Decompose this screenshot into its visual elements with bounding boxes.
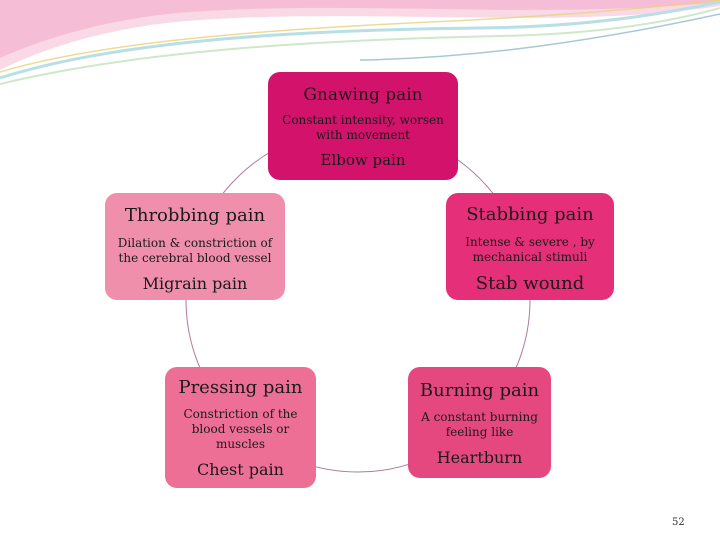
node-burning-pain: Burning pain A constant burning feeling …: [408, 367, 551, 478]
node-title: Pressing pain: [178, 377, 303, 398]
node-example: Heartburn: [436, 447, 523, 467]
node-description: Dilation & constriction of the cerebral …: [117, 235, 273, 265]
node-gnawing-pain: Gnawing pain Constant intensity, worsen …: [268, 72, 458, 180]
node-pressing-pain: Pressing pain Constriction of the blood …: [165, 367, 316, 488]
node-title: Throbbing pain: [124, 205, 266, 226]
node-example: Migrain pain: [142, 273, 248, 293]
header-decoration: [0, 0, 720, 85]
node-title: Stabbing pain: [466, 204, 594, 225]
node-example: Elbow pain: [320, 151, 406, 170]
node-example: Stab wound: [475, 272, 585, 294]
node-title: Gnawing pain: [303, 85, 423, 105]
node-description: Constant intensity, worsen with movement: [282, 113, 444, 143]
node-description: A constant burning feeling like: [421, 409, 538, 439]
node-description: Constriction of the blood vessels or mus…: [183, 406, 298, 451]
node-title: Burning pain: [419, 380, 540, 401]
node-description: Intense & severe , by mechanical stimuli: [465, 234, 595, 264]
node-throbbing-pain: Throbbing pain Dilation & constriction o…: [105, 193, 285, 300]
page-number: 52: [672, 517, 685, 528]
node-example: Chest pain: [197, 459, 284, 479]
node-stabbing-pain: Stabbing pain Intense & severe , by mech…: [446, 193, 614, 300]
